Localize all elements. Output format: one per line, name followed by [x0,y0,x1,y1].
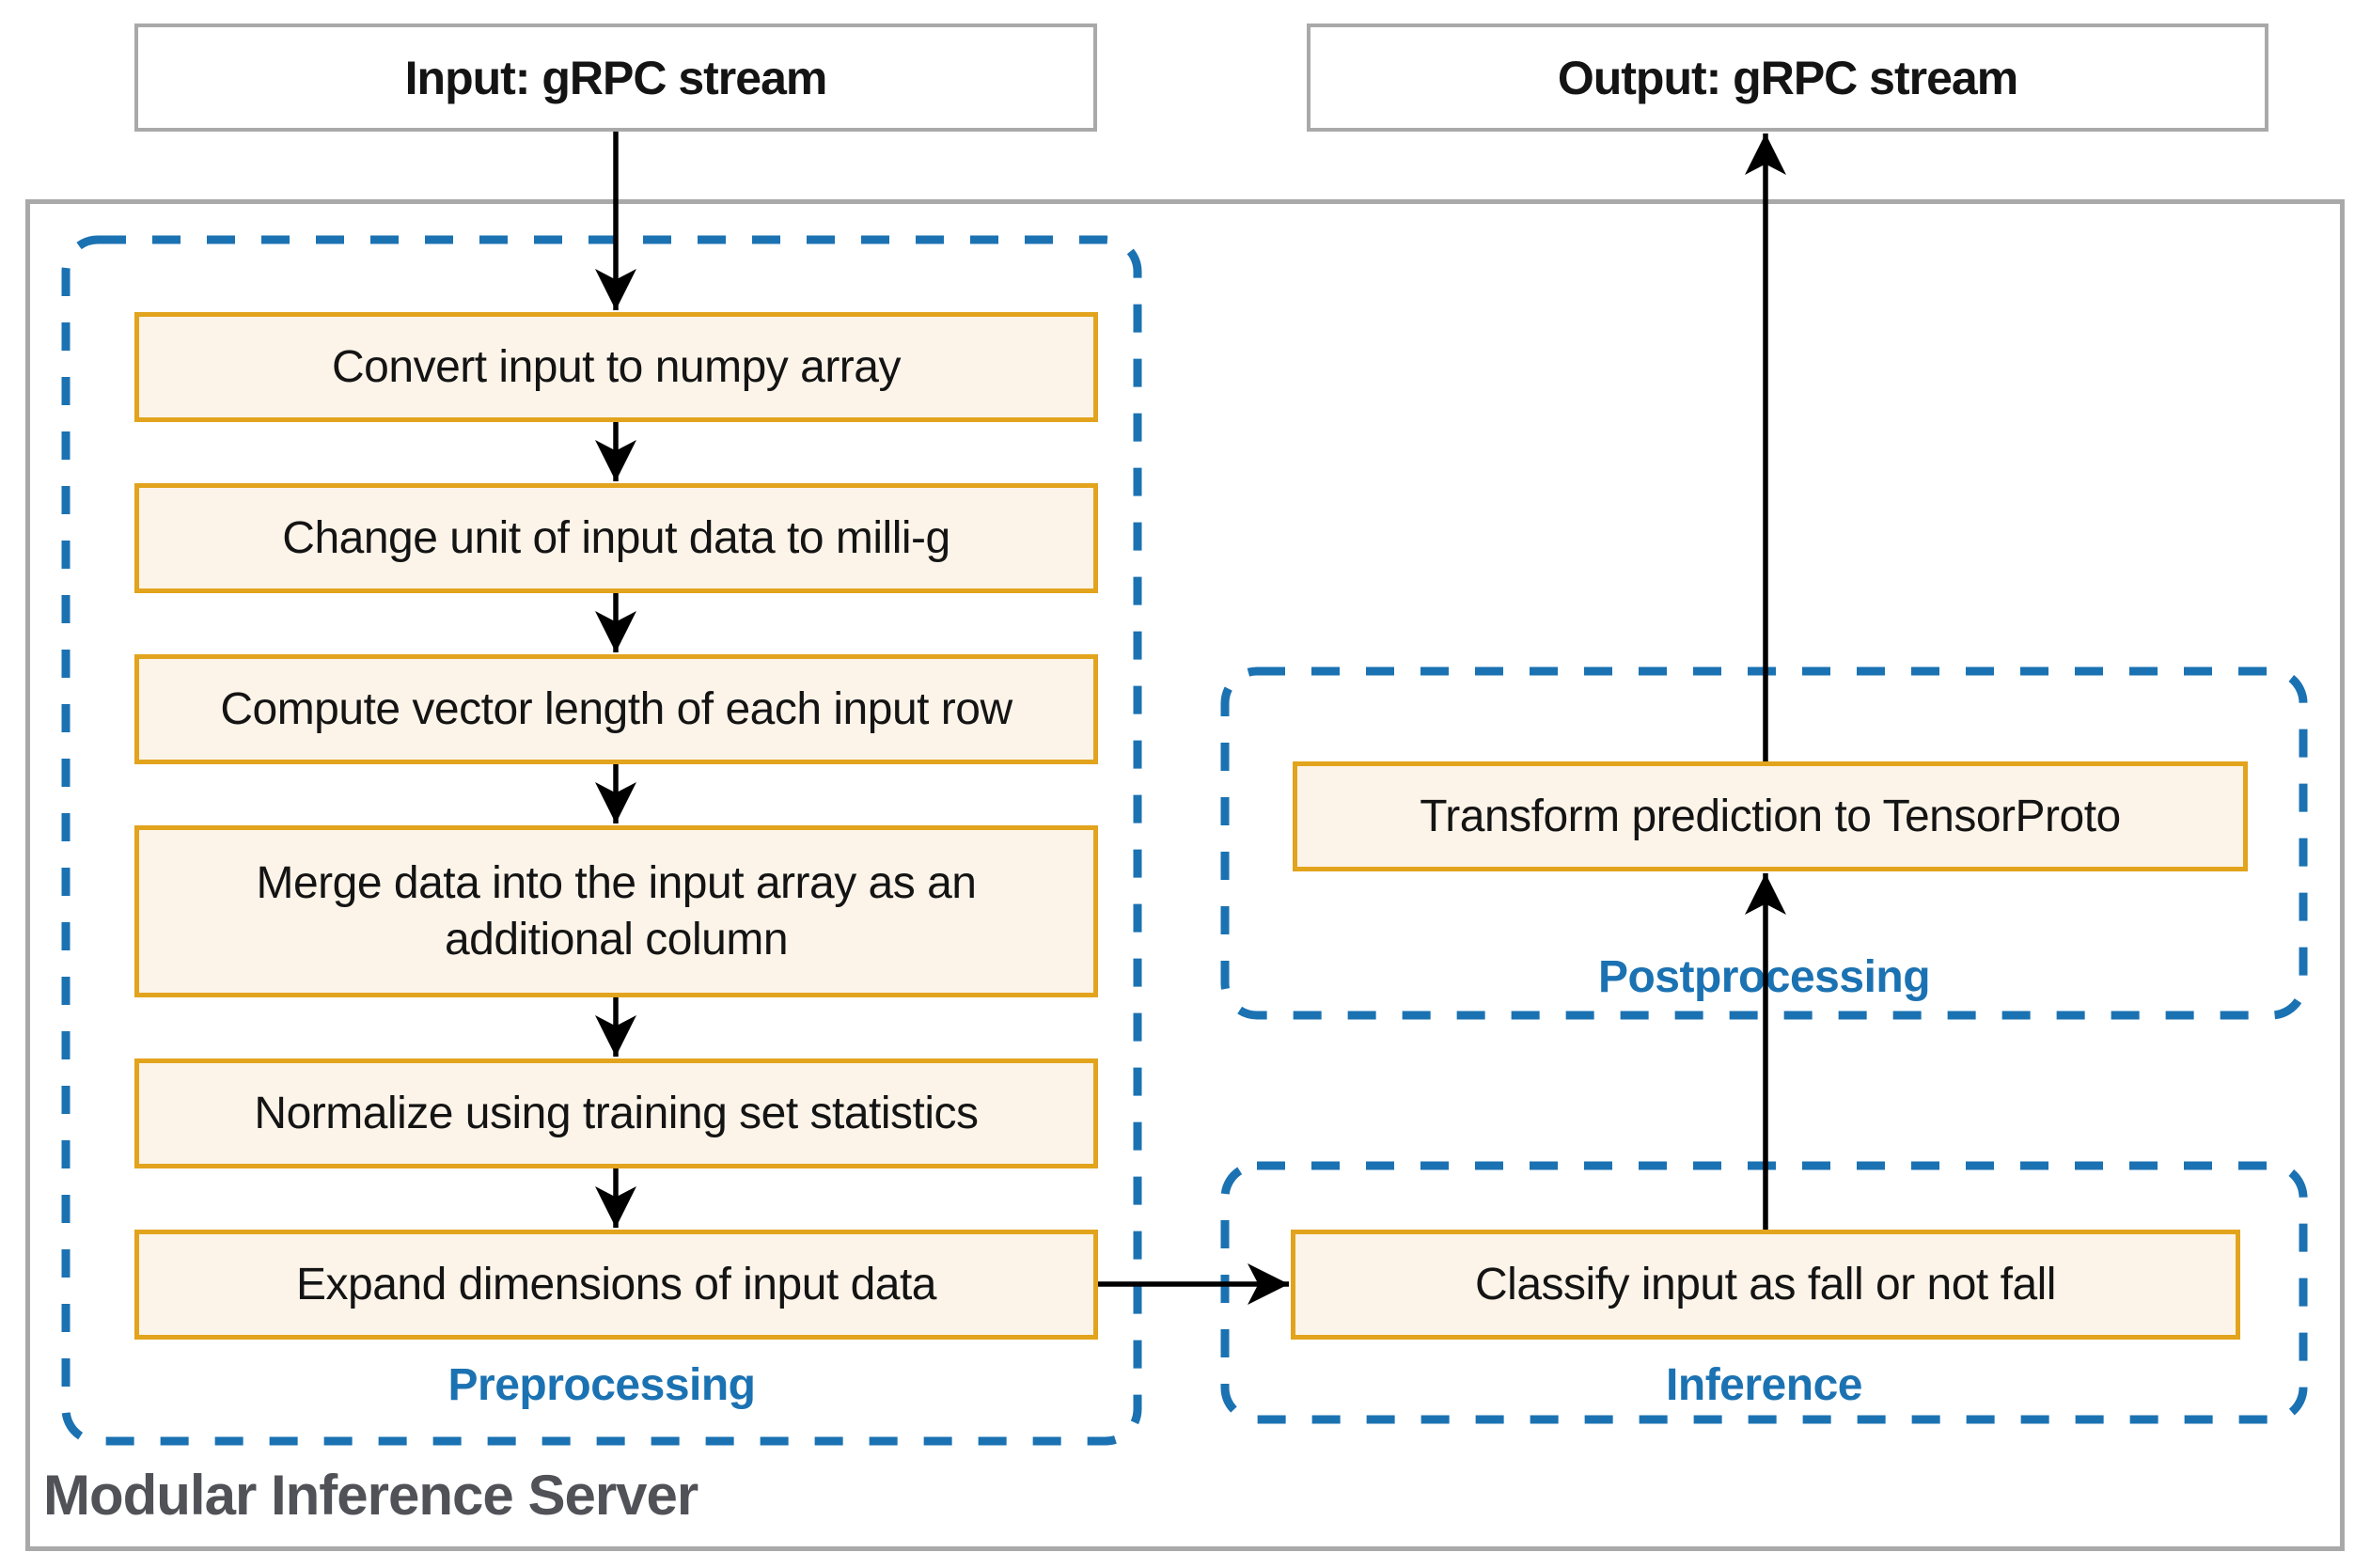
step-normalize-box: Normalize using training set statistics [134,1058,1098,1168]
postprocessing-group-label: Postprocessing [1597,952,1931,1002]
step-convert-to-numpy-box: Convert input to numpy array [134,312,1098,422]
step-change-unit-label: Change unit of input data to milli-g [282,512,950,563]
step-classify-label: Classify input as fall or not fall [1475,1259,2056,1309]
step-transform-tensorproto-box: Transform prediction to TensorProto [1293,761,2248,871]
step-classify-box: Classify input as fall or not fall [1291,1230,2240,1340]
preprocessing-group-label: Preprocessing [447,1360,756,1410]
step-transform-tensorproto-label: Transform prediction to TensorProto [1420,791,2121,841]
inference-group-label: Inference [1666,1360,1862,1410]
step-compute-vector-length-label: Compute vector length of each input row [220,683,1012,734]
step-normalize-label: Normalize using training set statistics [254,1088,979,1138]
output-grpc-stream-label: Output: gRPC stream [1557,51,2018,104]
step-expand-dimensions-label: Expand dimensions of input data [296,1259,936,1309]
step-convert-to-numpy-label: Convert input to numpy array [332,341,901,392]
step-compute-vector-length-box: Compute vector length of each input row [134,654,1098,764]
output-grpc-stream-box: Output: gRPC stream [1307,24,2268,132]
modular-inference-server-frame [25,199,2345,1551]
step-change-unit-box: Change unit of input data to milli-g [134,483,1098,593]
input-grpc-stream-box: Input: gRPC stream [134,24,1097,132]
modular-inference-server-title: Modular Inference Server [43,1464,698,1527]
step-merge-data-label: Merge data into the input array as an ad… [256,857,977,964]
step-expand-dimensions-box: Expand dimensions of input data [134,1230,1098,1340]
input-grpc-stream-label: Input: gRPC stream [404,51,828,104]
step-merge-data-box: Merge data into the input array as an ad… [134,825,1098,997]
